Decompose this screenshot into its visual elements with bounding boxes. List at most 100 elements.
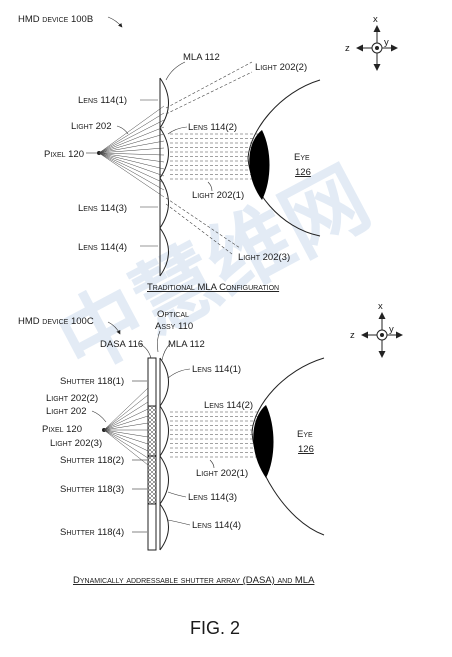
top-light-3-label: Light 202(3)	[238, 252, 290, 263]
bottom-mla	[159, 357, 169, 551]
bottom-ray-in	[103, 394, 149, 431]
watermark: 中慧维网	[42, 148, 385, 392]
top-lens-3	[159, 177, 169, 229]
bottom-ray-in	[103, 429, 149, 466]
top-mla	[159, 77, 169, 277]
shutter-3	[147, 455, 157, 505]
top-axis-origin-dot	[375, 46, 379, 50]
bottom-ray-in	[103, 429, 149, 438]
top-eye-label: Eye	[294, 152, 310, 163]
top-ray-in	[98, 105, 165, 154]
bottom-ray-in	[103, 422, 149, 431]
top-light-1-leader	[207, 181, 213, 192]
bottom-light-1-leader	[209, 459, 215, 469]
bottom-axis-origin-dot	[380, 333, 384, 337]
bottom-lens-2	[159, 405, 169, 457]
bottom-lens-3	[159, 455, 169, 505]
bottom-ray-in	[103, 401, 149, 431]
top-light-2-label: Light 202(2)	[255, 62, 307, 73]
bottom-eye-label: Eye	[297, 429, 313, 440]
top-lens-1	[159, 77, 169, 129]
top-rays-out	[170, 133, 258, 180]
bottom-rays-out	[170, 411, 262, 458]
top-ray-in	[98, 140, 165, 154]
bottom-ray-in	[103, 408, 149, 431]
bottom-lens-1-label: Lens 114(1)	[192, 364, 241, 375]
top-light-leader	[116, 125, 129, 135]
bottom-eye-lens	[253, 405, 274, 478]
top-lens-2-label: Lens 114(2)	[188, 122, 237, 133]
top-axis-triad: x z y	[345, 14, 398, 71]
optical-assy-label-1: Optical	[157, 309, 189, 320]
bottom-lens-4-leader	[167, 519, 191, 526]
top-stray-light-2a	[165, 61, 253, 109]
bottom-diagram: HMD device 100C x z y Optical Assy 110 D…	[18, 301, 403, 586]
top-stray-light-3b	[165, 203, 233, 255]
bottom-lens-2-label: Lens 114(2)	[204, 400, 253, 411]
bottom-eye-outline	[251, 357, 325, 536]
bottom-lens-1-leader	[167, 368, 191, 379]
top-ray-in	[98, 152, 165, 170]
bottom-lens-3-leader	[167, 491, 187, 498]
top-ray-in	[98, 119, 165, 154]
bottom-rays-in	[103, 387, 149, 466]
top-rays-in	[98, 105, 165, 198]
dasa-label: DASA 116	[100, 339, 143, 350]
bottom-light-label: Light 202	[46, 406, 87, 417]
figure-label: FIG. 2	[190, 618, 240, 638]
top-ray-in	[98, 152, 165, 198]
shutter-2-3-open	[147, 405, 157, 457]
top-pixel-label: Pixel 120	[44, 149, 84, 160]
dasa	[147, 357, 157, 551]
shutter-3-label: Shutter 118(3)	[60, 484, 124, 495]
bottom-light-1-label: Light 202(1)	[196, 468, 248, 479]
top-lens-2	[159, 127, 169, 179]
top-device-arrow	[107, 16, 123, 28]
top-ray-in	[98, 147, 165, 154]
bottom-pixel-label: Pixel 120	[42, 424, 82, 435]
top-lens-2-leader	[167, 126, 188, 135]
bottom-device-label: HMD device 100C	[18, 316, 94, 327]
top-lens-4	[159, 227, 169, 277]
top-axis-x-label: x	[373, 14, 378, 25]
top-stray-light-2b	[165, 71, 253, 115]
top-ray-in	[98, 133, 165, 154]
top-eye-outline	[247, 79, 321, 237]
top-diagram: HMD device 100B x z y	[18, 14, 398, 293]
bottom-axis-triad: x z y	[350, 301, 403, 358]
shutter-1-label: Shutter 118(1)	[60, 376, 124, 387]
top-device-label: HMD device 100B	[18, 14, 93, 25]
optical-assy-leader	[157, 330, 161, 353]
shutter-4	[147, 503, 157, 551]
bottom-axis-z-label: z	[350, 330, 355, 341]
top-caption: Traditional MLA Configuration	[147, 282, 279, 293]
bottom-light-3-label: Light 202(3)	[50, 438, 102, 449]
top-axis-y-label: y	[384, 37, 389, 48]
top-mla-label: MLA 112	[183, 52, 220, 63]
top-axis-z-label: z	[345, 43, 350, 54]
bottom-ray-in	[103, 415, 149, 431]
bottom-caption: Dynamically addressable shutter array (D…	[73, 575, 315, 586]
shutter-2-label: Shutter 118(2)	[60, 455, 124, 466]
top-ray-in	[98, 112, 165, 154]
bottom-mla-label: MLA 112	[168, 339, 205, 350]
top-light-label: Light 202	[71, 121, 112, 132]
top-ray-in	[98, 152, 165, 163]
bottom-ray-in	[103, 429, 149, 459]
bottom-device-arrow	[107, 321, 121, 335]
bottom-ray-in	[103, 429, 149, 452]
bottom-axis-x-label: x	[378, 301, 383, 312]
top-eye-number: 126	[295, 167, 311, 178]
top-lens-3-label: Lens 114(3)	[78, 203, 127, 214]
optical-assy-label-2: Assy 110	[155, 321, 193, 332]
bottom-ray-in	[103, 387, 149, 431]
top-ray-in	[98, 152, 165, 191]
top-lens-1-label: Lens 114(1)	[78, 95, 127, 106]
bottom-mla-leader	[161, 343, 171, 361]
top-light-1-label: Light 202(1)	[192, 190, 244, 201]
bottom-lens-3-label: Lens 114(3)	[188, 492, 237, 503]
top-mla-leader	[165, 61, 186, 81]
bottom-lens-4-label: Lens 114(4)	[192, 520, 241, 531]
